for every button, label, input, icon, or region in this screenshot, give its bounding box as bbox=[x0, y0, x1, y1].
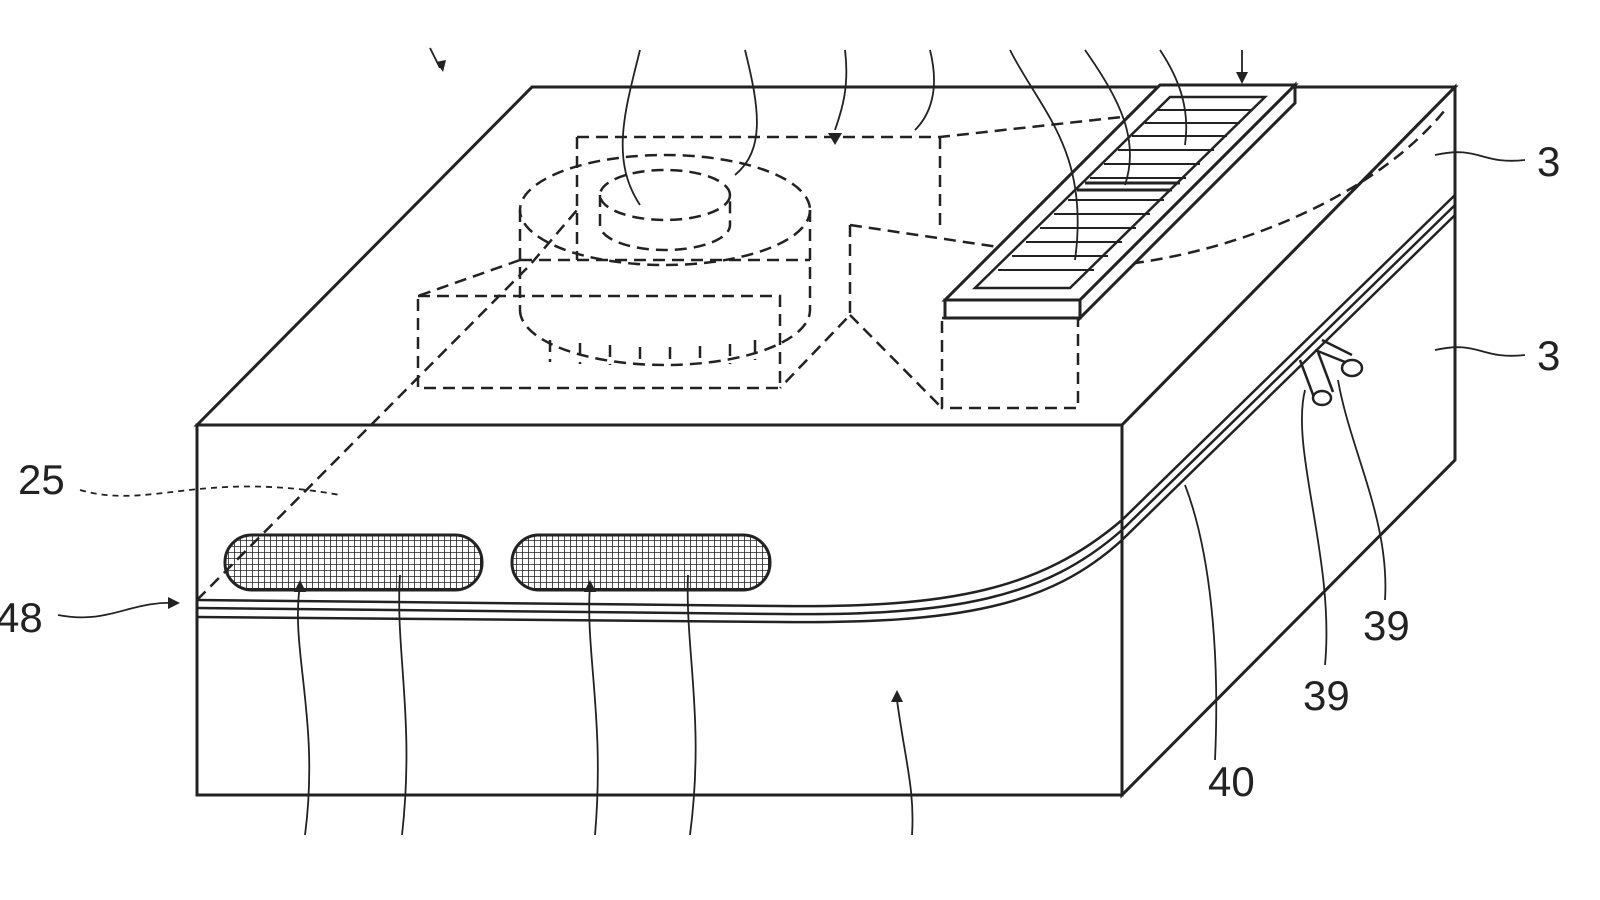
right-face bbox=[1120, 83, 1457, 799]
leader-lines bbox=[57, 47, 1526, 836]
label-40: 40 bbox=[1208, 758, 1255, 805]
label-25: 25 bbox=[18, 456, 65, 503]
label-3-top: 3 bbox=[1537, 138, 1560, 185]
label-48: 48 bbox=[0, 594, 43, 641]
housing-box bbox=[193, 83, 1459, 799]
vent-left bbox=[223, 533, 484, 592]
arrowheads bbox=[168, 60, 1248, 702]
label-3-side: 3 bbox=[1537, 332, 1560, 379]
pipes bbox=[1298, 338, 1364, 407]
grille bbox=[941, 81, 1299, 322]
label-39-b: 39 bbox=[1303, 672, 1350, 719]
seam-line bbox=[196, 194, 1456, 624]
vent-right bbox=[510, 533, 772, 592]
internal-components-hidden bbox=[196, 109, 1446, 601]
label-39-a: 39 bbox=[1363, 602, 1410, 649]
